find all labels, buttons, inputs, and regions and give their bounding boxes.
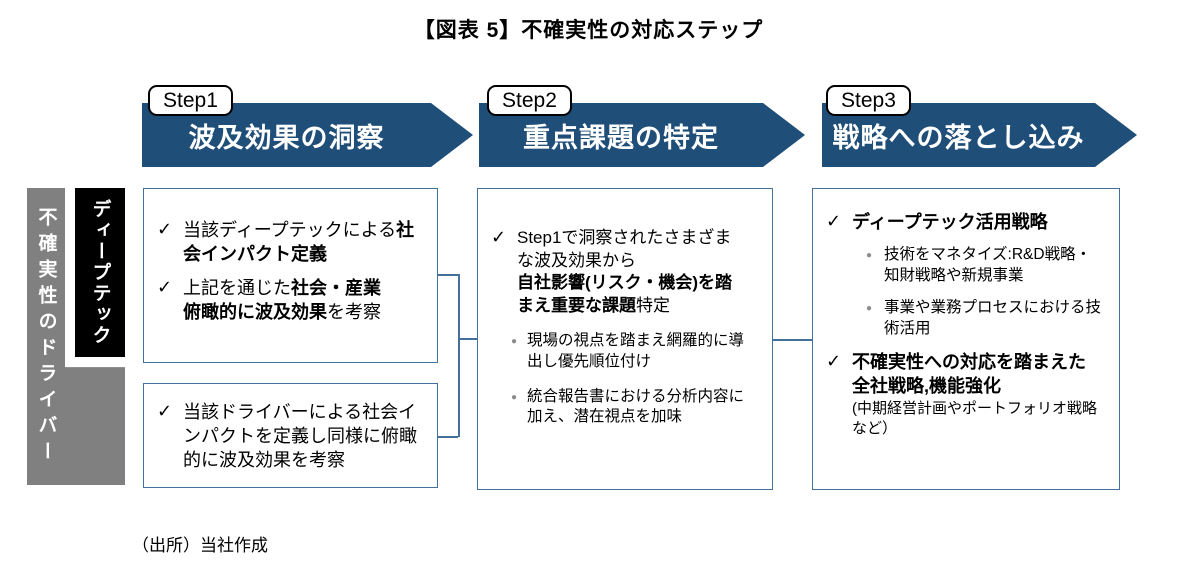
- sub-bullet-text: 現場の視点を踏まえ網羅的に導出し優先順位付け: [527, 332, 745, 371]
- sub-bullet-text: 統合報告書における分析内容に加え、潜在視点を加味: [527, 387, 745, 426]
- bullet-text: 当該ディープテックによる社会インパクト定義: [183, 219, 425, 267]
- text-segment: 上記を通じた: [183, 277, 291, 298]
- check-icon: ✓: [157, 276, 173, 297]
- sub-bullet-item: ● 現場の視点を踏まえ網羅的に導出し優先順位付け: [491, 331, 748, 372]
- connector-step2-to-step3: [773, 339, 812, 341]
- dot-bullet-icon: ●: [866, 249, 873, 261]
- connector-into-step2-box: [459, 338, 477, 340]
- connector-box1-stub: [438, 274, 458, 276]
- step3-arrow-label: 戦略への落とし込み: [832, 122, 1085, 153]
- check-icon: ✓: [826, 351, 842, 372]
- deeptech-label: ディープテック: [89, 199, 111, 346]
- sub-bullet-item: ● 技術をマネタイズ:R&D戦略・知財戦略や新規事業: [826, 245, 1101, 286]
- text-segment-bold: 社会インパクト定義: [183, 220, 415, 264]
- text-segment-bold: 社会・産業: [291, 277, 381, 298]
- text-segment: を考察: [327, 301, 381, 322]
- bullet-text: Step1で洞察されたさまざまな波及効果から 自社影響(リスク・機会)を踏まえ重…: [517, 227, 748, 317]
- step2-badge: Step2: [487, 85, 572, 116]
- check-icon: ✓: [157, 401, 173, 421]
- check-icon: ✓: [157, 219, 173, 239]
- bullet-item: ✓ ディープテック活用戦略: [826, 211, 1101, 235]
- bullet-item: ✓ 当該ディープテックによる社会インパクト定義: [157, 219, 425, 267]
- text-segment-bold: 不確実性への対応を踏まえた全社戦略,機能強化: [852, 352, 1086, 397]
- connector-box2-stub: [438, 436, 458, 438]
- text-segment-bold: 自社影響(リスク・機会)を踏まえ重要な課題: [517, 273, 732, 315]
- sub-bullet-item: ● 統合報告書における分析内容に加え、潜在視点を加味: [491, 387, 748, 428]
- bullet-item: ✓ 上記を通じた社会・産業 俯瞰的に波及効果を考察: [157, 277, 425, 325]
- step1-badge: Step1: [148, 85, 233, 116]
- text-segment-note: (中期経営計画やポートフォリオ戦略など）: [852, 400, 1097, 437]
- text-segment-bold: 俯瞰的に波及効果: [183, 301, 327, 322]
- bullet-item: ✓ Step1で洞察されたさまざまな波及効果から 自社影響(リスク・機会)を踏ま…: [491, 227, 748, 317]
- dot-bullet-icon: ●: [511, 336, 518, 348]
- box-strategy: ✓ ディープテック活用戦略 ● 技術をマネタイズ:R&D戦略・知財戦略や新規事業…: [812, 188, 1120, 490]
- source-note: （出所）当社作成: [132, 536, 268, 555]
- step1-arrow: 波及効果の洞察: [142, 103, 473, 167]
- bullet-item: ✓ 当該ドライバーによる社会インパクトを定義し同様に俯瞰的に波及効果を考察: [157, 401, 425, 473]
- uncertainty-driver-label: 不確実性のドライバー: [35, 206, 57, 467]
- step2-arrow-label: 重点課題の特定: [523, 122, 719, 153]
- text-segment: Step1で洞察されたさまざまな波及効果から: [517, 228, 732, 270]
- bullet-text: 上記を通じた社会・産業 俯瞰的に波及効果を考察: [183, 277, 425, 325]
- sub-bullet-text: 事業や業務プロセスにおける技術活用: [884, 299, 1102, 337]
- bullet-text: ディープテック活用戦略: [852, 212, 1048, 232]
- box-driver-insight: ✓ 当該ドライバーによる社会インパクトを定義し同様に俯瞰的に波及効果を考察: [143, 383, 438, 488]
- connector-vertical: [458, 274, 460, 437]
- dot-bullet-icon: ●: [511, 391, 518, 403]
- box-key-issues: ✓ Step1で洞察されたさまざまな波及効果から 自社影響(リスク・機会)を踏ま…: [477, 188, 773, 490]
- text-segment: 特定: [636, 295, 670, 315]
- sub-bullet-text: 技術をマネタイズ:R&D戦略・知財戦略や新規事業: [884, 245, 1092, 284]
- check-icon: ✓: [491, 227, 507, 247]
- figure-title: 【図表 5】不確実性の対応ステップ: [413, 19, 764, 42]
- check-icon: ✓: [826, 211, 842, 231]
- box-deeptech-insight: ✓ 当該ディープテックによる社会インパクト定義 ✓ 上記を通じた社会・産業 俯瞰…: [143, 188, 438, 363]
- bullet-item: ✓ 不確実性への対応を踏まえた全社戦略,機能強化 (中期経営計画やポートフォリオ…: [826, 351, 1101, 438]
- bullet-text: 当該ドライバーによる社会インパクトを定義し同様に俯瞰的に波及効果を考察: [183, 402, 417, 470]
- dot-bullet-icon: ●: [866, 303, 873, 315]
- step1-arrow-label: 波及効果の洞察: [188, 122, 385, 153]
- step3-badge: Step3: [826, 85, 911, 116]
- deeptech-bar: [75, 188, 125, 357]
- sub-bullet-item: ● 事業や業務プロセスにおける技術活用: [826, 298, 1101, 339]
- bullet-text: 不確実性への対応を踏まえた全社戦略,機能強化 (中期経営計画やポートフォリオ戦略…: [852, 351, 1101, 438]
- text-segment: 当該ディープテックによる: [183, 220, 397, 240]
